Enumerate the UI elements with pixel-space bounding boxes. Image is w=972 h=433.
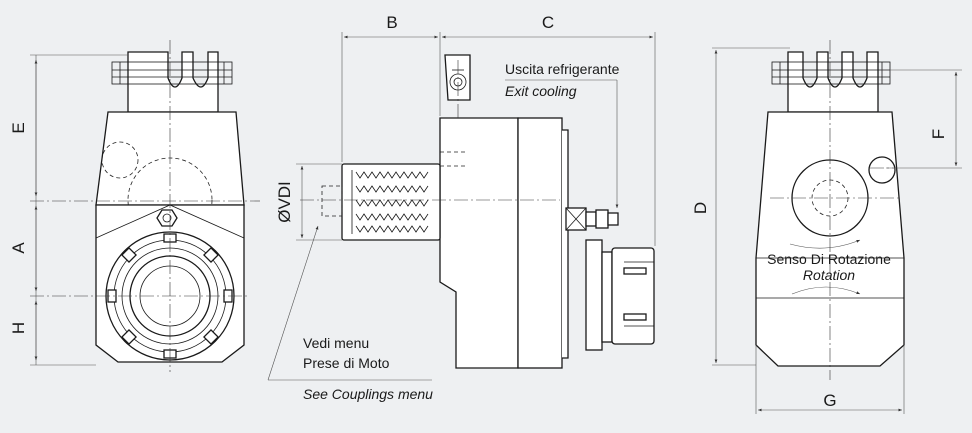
side-flange [517, 117, 563, 369]
dimension-label-e: E [9, 122, 28, 133]
dimension-label-g: G [823, 391, 836, 410]
coolant-label-it: Uscita refrigerante [505, 61, 620, 77]
rear-dimensions [712, 47, 962, 414]
rotation-label-it: Senso Di Rotazione [767, 251, 891, 267]
dimension-label-c: C [542, 13, 554, 32]
front-dimensions [30, 54, 128, 366]
side-view [300, 54, 655, 369]
dimension-label-h: H [9, 322, 28, 334]
rear-view [755, 40, 905, 380]
couplings-label-en: See Couplings menu [303, 386, 433, 402]
front-view [30, 40, 260, 372]
rear-clevis [787, 51, 879, 113]
rear-coolant-bore [868, 156, 896, 184]
dimension-label-f: F [929, 129, 948, 139]
coolant-label-en: Exit cooling [505, 83, 577, 99]
front-clevis [127, 51, 219, 113]
front-clevis-bolt [111, 61, 233, 85]
side-spindle [585, 239, 603, 351]
front-nut [156, 209, 178, 227]
side-shank-serration [355, 171, 429, 233]
dimension-label-d: D [691, 202, 710, 214]
side-dimensions [267, 32, 656, 381]
dimension-label-b: B [386, 13, 397, 32]
couplings-label-it-2: Prese di Moto [303, 355, 390, 371]
dimension-label-a: A [9, 242, 28, 254]
couplings-label-it-1: Vedi menu [303, 335, 369, 351]
side-main-body [439, 117, 519, 369]
rotation-label-en: Rotation [803, 267, 855, 283]
dimension-label-vdi: ØVDI [275, 181, 294, 223]
side-coolant-tab [444, 54, 471, 101]
rear-clevis-bolt [771, 61, 891, 85]
